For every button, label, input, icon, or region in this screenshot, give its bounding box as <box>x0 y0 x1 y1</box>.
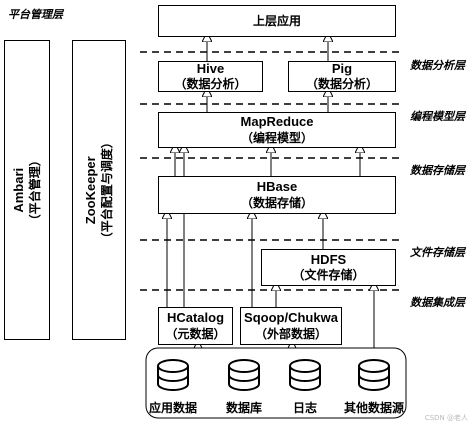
hcatalog-box: HCatalog （元数据） <box>158 307 233 345</box>
zookeeper-box: ZooKeeper （平台配置与调度） <box>72 40 126 340</box>
sqoop-chukwa-title: Sqoop/Chukwa <box>244 310 338 326</box>
top-application-box: 上层应用 <box>158 5 396 37</box>
zookeeper-title: ZooKeeper <box>82 156 98 224</box>
database-icon-database <box>228 359 260 391</box>
layer-label-programming-model: 编程模型层 <box>410 110 465 123</box>
top-application-label: 上层应用 <box>252 13 301 28</box>
pig-title: Pig <box>331 60 353 76</box>
layer-separators <box>140 51 402 291</box>
watermark: CSDN @老人 <box>424 414 468 422</box>
hdfs-subtitle: （文件存储） <box>292 268 365 283</box>
layer-label-file-storage: 文件存储层 <box>410 246 465 259</box>
source-label-other: 其他数据源 <box>343 401 405 415</box>
layer-label-data-storage: 数据存储层 <box>410 164 465 177</box>
sqoop-chukwa-subtitle: （外部数据） <box>254 326 327 341</box>
flow-arrows <box>167 37 374 350</box>
left-header: 平台管理层 <box>8 8 63 21</box>
hcatalog-subtitle: （元数据） <box>165 326 226 341</box>
database-icon-app-data <box>157 359 189 391</box>
mapreduce-subtitle: （编程模型） <box>240 130 313 145</box>
hive-box: Hive （数据分析） <box>158 61 263 92</box>
ambari-title: Ambari <box>10 167 26 213</box>
ambari-box: Ambari （平台管理） <box>4 40 50 340</box>
sqoop-chukwa-box: Sqoop/Chukwa （外部数据） <box>240 307 342 345</box>
mapreduce-box: MapReduce （编程模型） <box>158 112 396 148</box>
hcatalog-title: HCatalog <box>166 310 225 326</box>
zookeeper-subtitle: （平台配置与调度） <box>99 135 114 244</box>
hdfs-box: HDFS （文件存储） <box>261 249 396 286</box>
source-label-log: 日志 <box>292 401 318 415</box>
database-icon-other <box>358 359 390 391</box>
ambari-subtitle: （平台管理） <box>27 153 42 226</box>
hbase-box: HBase （数据存储） <box>158 176 396 214</box>
pig-subtitle: （数据分析） <box>305 77 378 92</box>
layer-label-data-integration: 数据集成层 <box>410 296 465 309</box>
hive-title: Hive <box>196 60 225 76</box>
data-source-container <box>145 347 407 419</box>
hbase-subtitle: （数据存储） <box>240 195 313 210</box>
pig-box: Pig （数据分析） <box>288 61 396 92</box>
source-label-database: 数据库 <box>225 401 263 415</box>
database-icon-log <box>289 359 321 391</box>
source-label-app-data: 应用数据 <box>148 401 198 415</box>
hdfs-title: HDFS <box>310 251 347 267</box>
hbase-title: HBase <box>256 179 298 195</box>
mapreduce-title: MapReduce <box>240 114 314 130</box>
hive-subtitle: （数据分析） <box>174 77 247 92</box>
layer-label-data-analysis: 数据分析层 <box>410 59 465 72</box>
database-icons <box>157 359 390 391</box>
